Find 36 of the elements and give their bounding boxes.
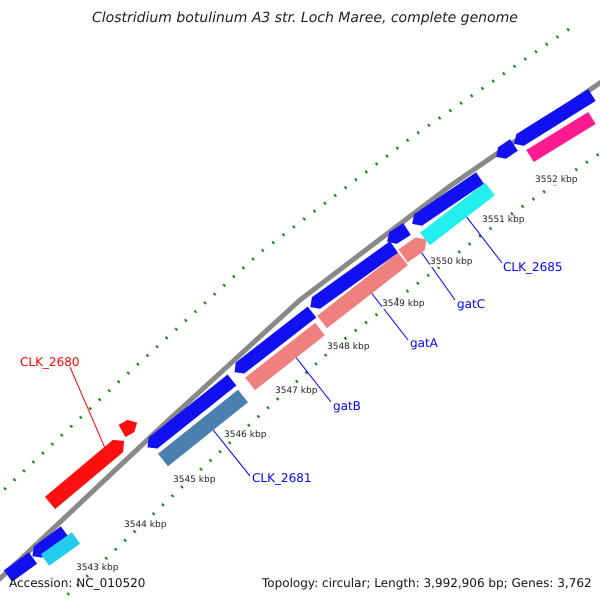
tick-label: 3550 kbp (430, 258, 472, 267)
gene-label: CLK_2680 (20, 356, 80, 368)
gene-bar (158, 390, 248, 466)
gene-bar (412, 172, 484, 226)
gene-bar (317, 252, 408, 328)
tick-label: 3543 kbp (76, 564, 118, 573)
gene-label: CLK_2681 (252, 472, 312, 484)
gene-label: gatA (410, 337, 438, 349)
gene-bar (526, 112, 596, 162)
gene-label: CLK_2685 (503, 261, 562, 273)
gene-label: gatB (333, 400, 361, 412)
tick-label: 3546 kbp (224, 431, 266, 440)
gene-bar (118, 420, 138, 438)
footer-text: Topology: circular; Length: 3,992,906 bp; Genes: 3,762 (262, 577, 592, 589)
leader-line (296, 357, 332, 402)
title-text: Clostridium botulinum A3 str. Loch Maree, complete genome (92, 11, 518, 25)
leader-line (70, 366, 106, 448)
gene-bar (234, 306, 316, 374)
tick-label: 3547 kbp (275, 387, 318, 396)
gene-bar (514, 89, 596, 146)
gene-bar (398, 238, 426, 262)
tick-label: 3552 kbp (535, 176, 578, 185)
leader-line (421, 252, 456, 300)
gene-bar (44, 440, 124, 510)
footer-text: Accession: NC_010520 (9, 577, 146, 589)
tick-label: 3545 kbp (173, 476, 216, 485)
tick-label: 3548 kbp (327, 343, 370, 352)
leader-line (371, 292, 408, 340)
tick-label: 3551 kbp (482, 216, 524, 225)
gene-bar (496, 139, 518, 159)
gene-label: gatC (457, 298, 486, 310)
leader-line (466, 216, 502, 264)
tick-label: 3544 kbp (124, 521, 166, 530)
gene-bar (387, 223, 411, 244)
tick-label: 3549 kbp (382, 300, 424, 309)
leader-line (212, 430, 250, 476)
